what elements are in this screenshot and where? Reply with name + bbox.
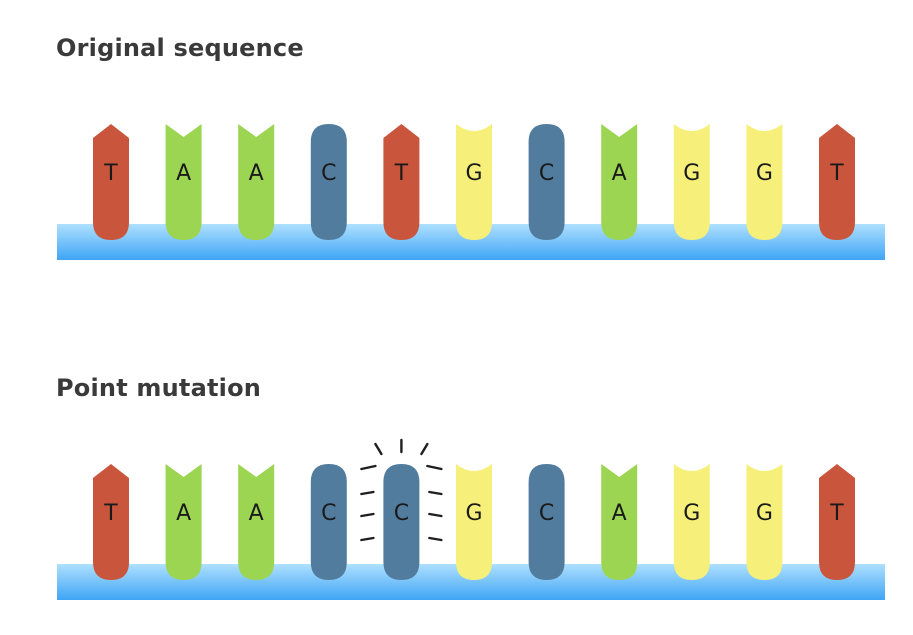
base-adenine: A — [165, 124, 202, 240]
nucleotide-shape — [238, 124, 275, 240]
base-adenine: A — [601, 464, 638, 580]
base-guanine: G — [673, 124, 710, 240]
base-letter: T — [103, 161, 118, 186]
nucleotide-shape — [746, 124, 783, 240]
nucleotide-shape — [165, 124, 202, 240]
base-letter: G — [756, 161, 773, 186]
base-letter: G — [756, 501, 773, 526]
base-letter: G — [683, 501, 700, 526]
base-letter: T — [394, 161, 409, 186]
nucleotide-shape — [310, 464, 347, 580]
base-letter: A — [176, 161, 191, 186]
nucleotide-shape — [456, 464, 492, 580]
base-cytosine: C — [528, 124, 565, 240]
base-cytosine: C — [528, 464, 565, 580]
base-letter: A — [612, 501, 627, 526]
base-adenine: A — [238, 124, 275, 240]
nucleotide-shape — [819, 124, 855, 240]
nucleotide-shape — [93, 464, 129, 580]
base-letter: G — [465, 501, 482, 526]
base-thymine: T — [383, 124, 420, 240]
nucleotide-shape — [238, 464, 275, 580]
nucleotide-shape — [383, 464, 420, 580]
base-adenine: A — [601, 124, 638, 240]
base-letter: A — [249, 161, 264, 186]
base-cytosine: C — [310, 124, 347, 240]
base-letter: C — [394, 501, 409, 526]
base-letter: T — [103, 501, 118, 526]
base-adenine: A — [165, 464, 202, 580]
base-letter: C — [321, 161, 336, 186]
base-adenine: A — [238, 464, 275, 580]
base-cytosine-mutated: C — [383, 464, 420, 580]
nucleotide-shape — [310, 124, 347, 240]
nucleotide-shape — [601, 124, 638, 240]
mutation-highlight-icon — [360, 438, 443, 542]
base-thymine: T — [819, 464, 855, 580]
nucleotide-shape — [383, 124, 420, 240]
nucleotide-shape — [673, 464, 710, 580]
nucleotide-shape — [673, 124, 710, 240]
base-letter: A — [249, 501, 264, 526]
nucleotide-shape — [746, 464, 783, 580]
nucleotide-shape — [93, 124, 129, 240]
base-letter: C — [539, 161, 554, 186]
base-letter: C — [321, 501, 336, 526]
base-thymine: T — [819, 124, 855, 240]
nucleotide-shape — [819, 464, 855, 580]
nucleotide-shape — [528, 464, 565, 580]
base-thymine: T — [93, 124, 129, 240]
base-guanine: G — [456, 124, 492, 240]
base-letter: G — [683, 161, 700, 186]
point-mutation-title: Point mutation — [56, 374, 262, 402]
base-guanine: G — [456, 464, 492, 580]
base-guanine: G — [746, 464, 783, 580]
base-letter: T — [829, 161, 844, 186]
original-sequence-title: Original sequence — [56, 34, 304, 62]
base-letter: G — [465, 161, 482, 186]
base-thymine: T — [93, 464, 129, 580]
base-guanine: G — [673, 464, 710, 580]
base-letter: A — [612, 161, 627, 186]
nucleotide-shape — [528, 124, 565, 240]
nucleotide-shape — [165, 464, 202, 580]
base-letter: A — [176, 501, 191, 526]
nucleotide-shape — [456, 124, 492, 240]
base-cytosine: C — [310, 464, 347, 580]
base-guanine: G — [746, 124, 783, 240]
nucleotide-shape — [601, 464, 638, 580]
base-letter: T — [829, 501, 844, 526]
base-letter: C — [539, 501, 554, 526]
